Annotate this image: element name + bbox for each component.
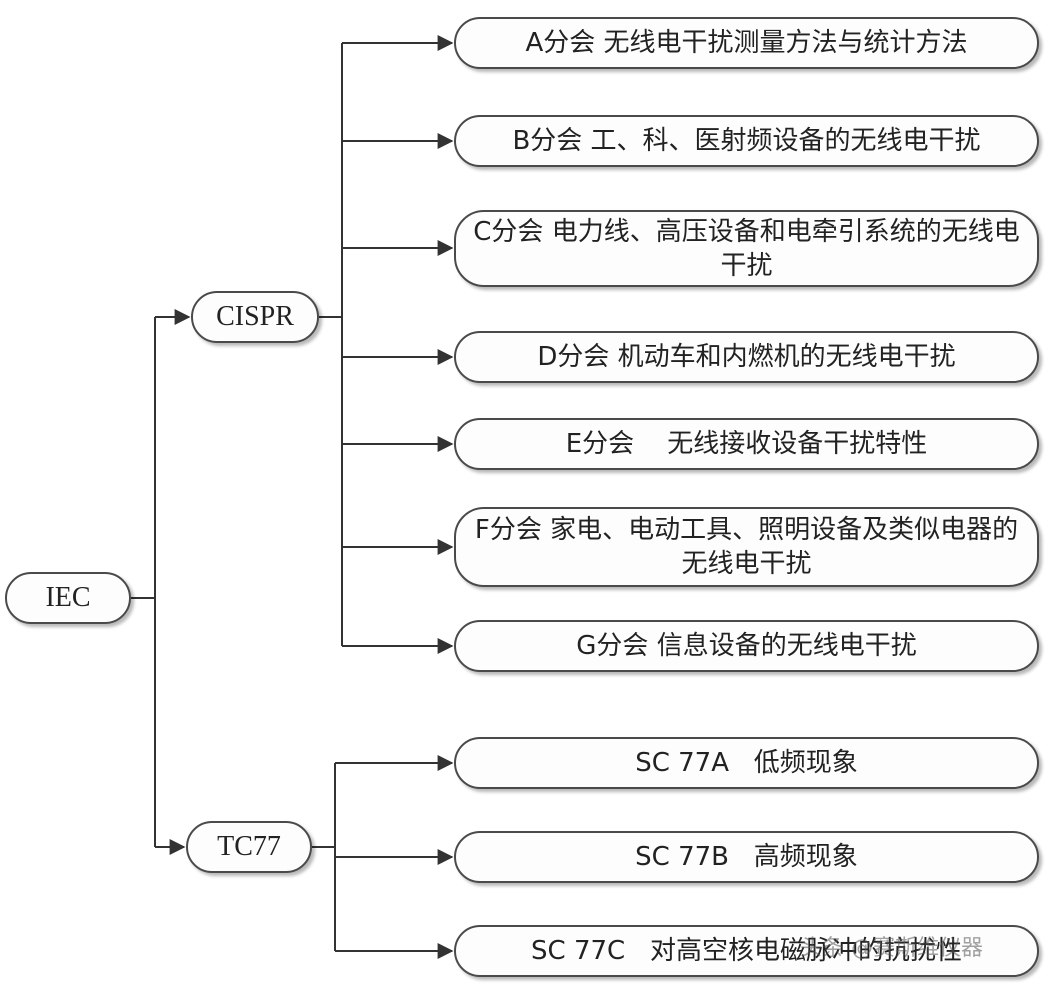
branch-node-tc77: TC77 — [186, 821, 312, 873]
branch-node-cispr: CISPR — [191, 291, 319, 343]
leaf-node-label: G分会 信息设备的无线电干扰 — [576, 631, 917, 661]
leaf-node-label: F分会 家电、电动工具、照明设备及类似电器的无线电干扰 — [474, 515, 1019, 579]
leaf-node-cispr-c: C分会 电力线、高压设备和电牵引系统的无线电干扰 — [454, 210, 1039, 287]
leaf-node-cispr-f: F分会 家电、电动工具、照明设备及类似电器的无线电干扰 — [454, 507, 1039, 587]
root-node-label: IEC — [45, 582, 91, 613]
leaf-node-tc77-b: SC 77B 高频现象 — [454, 831, 1039, 883]
leaf-node-tc77-a: SC 77A 低频现象 — [454, 737, 1039, 789]
leaf-node-label: D分会 机动车和内燃机的无线电干扰 — [537, 342, 956, 372]
leaf-node-label: SC 77B 高频现象 — [635, 842, 858, 872]
watermark-text: 头条 @赛斯维仪器 — [800, 936, 983, 961]
branch-node-label: CISPR — [216, 301, 294, 332]
leaf-node-label: A分会 无线电干扰测量方法与统计方法 — [525, 28, 968, 58]
branch-node-label: TC77 — [217, 831, 281, 862]
leaf-node-cispr-g: G分会 信息设备的无线电干扰 — [454, 620, 1039, 672]
leaf-node-cispr-b: B分会 工、科、医射频设备的无线电干扰 — [454, 115, 1039, 167]
leaf-node-label: E分会 无线接收设备干扰特性 — [565, 429, 928, 459]
leaf-node-label: C分会 电力线、高压设备和电牵引系统的无线电干扰 — [473, 216, 1020, 281]
leaf-node-cispr-d: D分会 机动车和内燃机的无线电干扰 — [454, 331, 1039, 383]
leaf-node-label: B分会 工、科、医射频设备的无线电干扰 — [512, 126, 981, 156]
leaf-node-cispr-a: A分会 无线电干扰测量方法与统计方法 — [454, 17, 1039, 69]
leaf-node-label: SC 77C 对高空核电磁脉冲的抗扰性 — [531, 936, 962, 966]
leaf-node-cispr-e: E分会 无线接收设备干扰特性 — [454, 418, 1039, 470]
root-node-iec: IEC — [5, 572, 131, 624]
leaf-node-tc77-c: SC 77C 对高空核电磁脉冲的抗扰性 — [454, 925, 1039, 977]
leaf-node-label: SC 77A 低频现象 — [635, 748, 858, 778]
